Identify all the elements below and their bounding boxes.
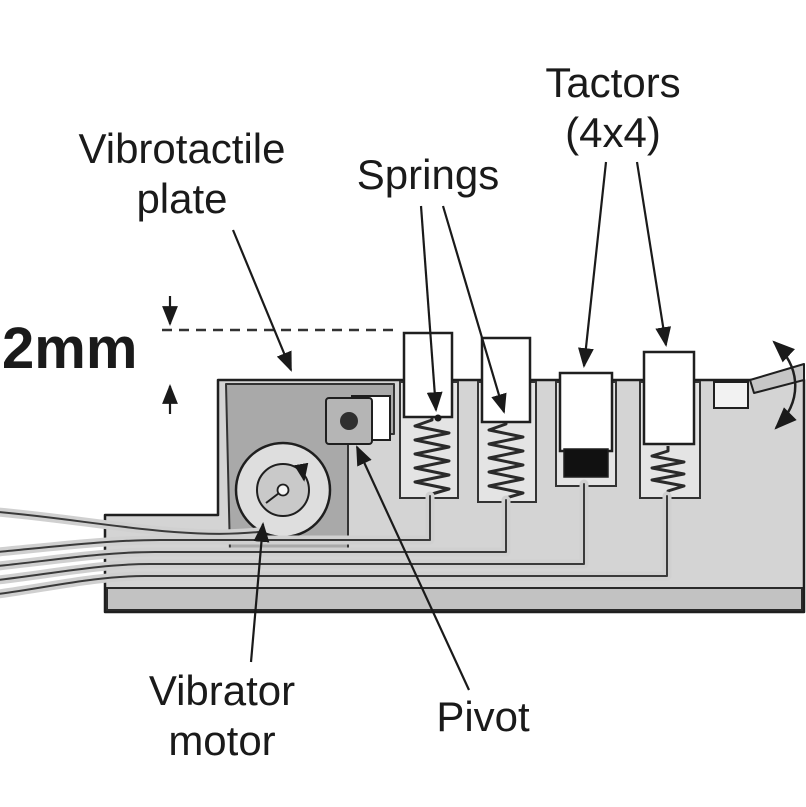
tactor-3 xyxy=(558,371,614,453)
base-bottom-strip xyxy=(106,587,803,611)
top-right-notch xyxy=(713,381,749,409)
arrow-springs-1 xyxy=(419,205,443,412)
dimension-2mm-label: 2mm xyxy=(2,316,138,381)
vibrotactile-plate-label: Vibrotactile plate xyxy=(32,124,332,225)
vibrator-motor-label-line1: Vibrator xyxy=(148,667,296,714)
tactors-label: Tactors (4x4) xyxy=(493,58,733,159)
motor-shaft-dot xyxy=(276,483,290,497)
pivot-shape xyxy=(325,395,391,445)
pivot-pin xyxy=(340,412,358,430)
tactor-1 xyxy=(402,331,454,419)
arrow-vibrotactile-plate xyxy=(231,229,293,372)
tactors-group xyxy=(402,331,696,478)
cable-ribbons xyxy=(0,479,672,599)
tactor-3-black-band xyxy=(563,448,609,478)
arrow-vibrator-motor xyxy=(249,522,270,663)
tactors-label-line2: (4x4) xyxy=(565,109,661,157)
arrow-pivot xyxy=(356,445,470,691)
arrow-springs-2 xyxy=(441,205,507,414)
spring-2 xyxy=(487,418,525,502)
tactor-2 xyxy=(480,336,532,424)
vibrotactile-plate-label-line1: Vibrotactile xyxy=(78,125,286,172)
cable-motor xyxy=(0,511,259,535)
tactor-4 xyxy=(642,350,696,446)
rotation-arrow xyxy=(772,340,797,430)
springs-group xyxy=(413,414,686,502)
cable-3 xyxy=(0,483,585,581)
tactors-label-line1: Tactors xyxy=(545,59,681,106)
cable-1 xyxy=(0,495,431,553)
pivot-label: Pivot xyxy=(436,693,530,740)
arrow-tactors-1 xyxy=(578,161,608,368)
vibrator-motor-label-line2: motor xyxy=(168,717,276,765)
vibrator-motor-label: Vibrator motor xyxy=(97,666,347,767)
spring-1 xyxy=(413,414,451,498)
cable-2 xyxy=(0,499,507,567)
arrow-tactors-2 xyxy=(635,161,672,347)
vibrotactile-plate-label-line2: plate xyxy=(136,175,228,223)
cable-4 xyxy=(0,495,668,595)
annotation-arrows xyxy=(231,161,672,691)
motor-rotation-arrow-icon xyxy=(293,462,309,482)
spring-4 xyxy=(650,446,686,496)
right-end-details xyxy=(713,340,805,430)
spring-top-dot xyxy=(434,414,442,422)
springs-label: Springs xyxy=(356,151,500,198)
vibrator-motor-shape xyxy=(234,441,332,539)
dimension-markers xyxy=(162,296,400,414)
